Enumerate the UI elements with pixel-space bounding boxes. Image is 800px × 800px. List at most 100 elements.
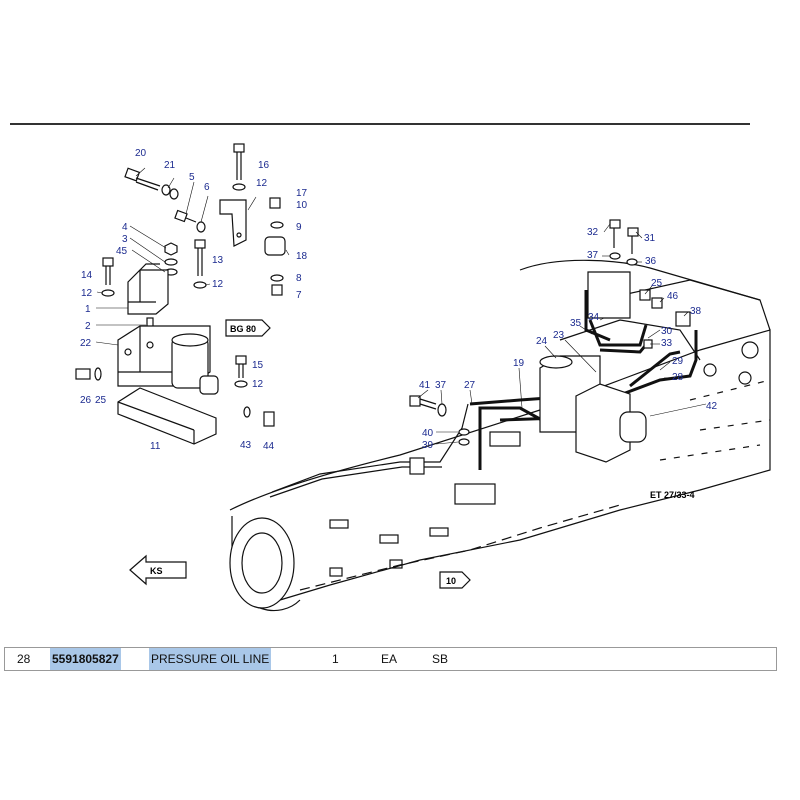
- callout-3: 3: [122, 234, 128, 245]
- mounting-block-icon: [127, 269, 169, 315]
- fitting-44-icon: [263, 411, 275, 427]
- fitting-icon: [269, 197, 281, 209]
- description-cell[interactable]: PRESSURE OIL LINE: [149, 648, 272, 670]
- bolt-15-icon: [235, 355, 247, 365]
- unit-cell: EA: [381, 652, 398, 666]
- callout-12d: 12: [252, 379, 264, 390]
- upper-right-fittings: [587, 219, 691, 349]
- callout-40: 40: [422, 428, 434, 439]
- callout-46: 46: [667, 291, 679, 302]
- bolt-32-icon: [609, 219, 621, 229]
- bolt-13-icon: [194, 239, 206, 249]
- leader-lines-left: [95, 167, 290, 346]
- callout-45: 45: [116, 246, 128, 257]
- code-cell: SB: [432, 652, 449, 666]
- callout-5: 5: [189, 172, 195, 183]
- bolt-31-icon: [627, 227, 639, 237]
- callout-21: 21: [164, 160, 176, 171]
- callout-32: 32: [587, 227, 599, 238]
- callout-42: 42: [706, 401, 718, 412]
- callout-12c: 12: [212, 279, 224, 290]
- callout-23: 23: [553, 330, 565, 341]
- bolt-20-icon: [124, 167, 161, 191]
- bracket-icon: [219, 199, 247, 247]
- callout-43: 43: [240, 440, 252, 451]
- callout-20: 20: [135, 148, 147, 159]
- oil-line-27: [469, 396, 549, 406]
- seal-ring-icon: [270, 221, 284, 229]
- fitting-26-icon: [75, 368, 91, 380]
- callout-41: 41: [419, 380, 431, 391]
- callout-37b: 37: [435, 380, 447, 391]
- bg80-callout-arrow: [225, 319, 271, 337]
- callout-4: 4: [122, 222, 128, 233]
- sensor-icon: [264, 236, 286, 256]
- leader-lines-right: [417, 223, 707, 445]
- valve-assembly-exploded-view: BG 80: [75, 143, 290, 445]
- callout-18: 18: [296, 251, 308, 262]
- callout-36: 36: [645, 256, 657, 267]
- plug-icon: [271, 284, 283, 296]
- nut-icon: [164, 242, 178, 256]
- callout-1: 1: [85, 304, 91, 315]
- callout-28: 28: [672, 372, 684, 383]
- drawing-reference-code: ET 27/33-4: [650, 490, 695, 500]
- callout-6: 6: [204, 182, 210, 193]
- fitting-38-icon: [675, 311, 691, 327]
- callout-12: 12: [256, 178, 268, 189]
- callout-8: 8: [296, 273, 302, 284]
- callout-33: 33: [661, 338, 673, 349]
- callout-31: 31: [644, 233, 656, 244]
- callout-12b: 12: [81, 288, 93, 299]
- washer-icon: [437, 403, 447, 417]
- housing-end-flange: [229, 517, 295, 609]
- item-number-cell: 28: [17, 652, 31, 666]
- oil-line-34: [588, 319, 648, 347]
- part-number-cell[interactable]: 5591805827: [50, 648, 121, 670]
- callout-35: 35: [570, 318, 582, 329]
- callout-38: 38: [690, 306, 702, 317]
- valve-block-42: [575, 383, 631, 463]
- connector-block: [454, 483, 496, 505]
- callout-37: 37: [587, 250, 599, 261]
- feed-line: [271, 403, 469, 493]
- part-callout-labels: 20 21 16 12 5 6 17 10 9 4 3 45 13 18 8 7…: [80, 148, 718, 452]
- oil-line-29: [629, 350, 681, 388]
- callout-24: 24: [536, 336, 548, 347]
- washer-icon: [101, 289, 115, 297]
- washer-icon: [164, 258, 178, 266]
- exploded-parts-diagram: BG 80: [10, 123, 771, 612]
- callout-22: 22: [80, 338, 92, 349]
- callout-10-label: 10: [446, 576, 456, 586]
- bolt-14-icon: [102, 257, 114, 267]
- callout-15: 15: [252, 360, 264, 371]
- callout-39: 39: [422, 440, 434, 451]
- control-valve-block: [409, 355, 647, 505]
- seal-ring-icon: [243, 406, 251, 418]
- callout-2: 2: [85, 321, 91, 332]
- callout-11: 11: [150, 441, 161, 452]
- callout-13: 13: [212, 255, 224, 266]
- callout-9: 9: [296, 222, 302, 233]
- bolt-16-icon: [233, 143, 245, 180]
- oil-line-28: [619, 330, 698, 397]
- seal-ring-icon: [270, 274, 284, 282]
- washer-icon: [193, 281, 207, 289]
- ks-arrow-label: KS: [150, 566, 163, 576]
- washer-icon: [169, 188, 179, 200]
- screw-icon: [174, 209, 188, 223]
- washer-icon: [234, 380, 248, 388]
- callout-17: 17: [296, 188, 308, 199]
- table-row[interactable]: 28 5591805827 PRESSURE OIL LINE 1 EA SB: [5, 648, 776, 670]
- callout-34: 34: [588, 312, 600, 323]
- washer-icon: [196, 221, 206, 233]
- callout-7: 7: [296, 290, 302, 301]
- callout-19: 19: [513, 358, 525, 369]
- callout-25b: 25: [651, 278, 663, 289]
- callout-27: 27: [464, 380, 476, 391]
- callout-26: 26: [80, 395, 92, 406]
- bracket-34-icon: [587, 271, 631, 319]
- quantity-cell: 1: [332, 652, 339, 666]
- bolt-41-icon: [409, 395, 421, 407]
